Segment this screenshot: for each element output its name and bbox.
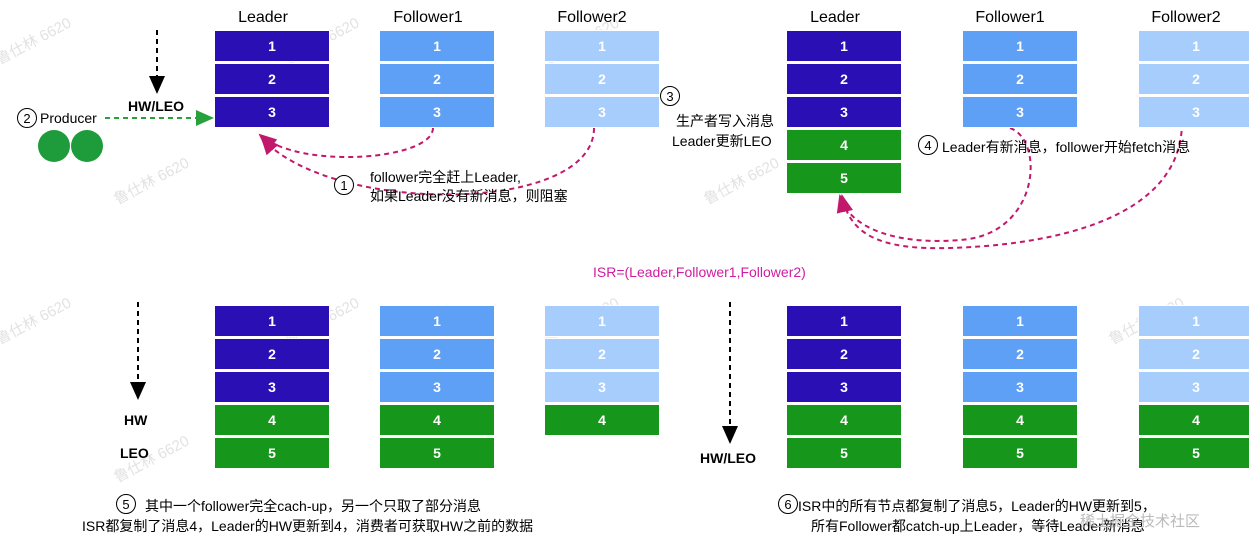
step-5-badge: 5 xyxy=(116,494,136,514)
follower1-message-3: 3 xyxy=(379,371,495,403)
brand-watermark: 稀土掘金技术社区 xyxy=(1080,513,1201,530)
follower2-message-3: 3 xyxy=(544,96,660,128)
leader-message-1: 1 xyxy=(214,305,330,337)
leader-message-2: 2 xyxy=(214,338,330,370)
follower1-message-1: 1 xyxy=(962,30,1078,62)
step-4-badge: 4 xyxy=(918,135,938,155)
follower1-message-1: 1 xyxy=(379,30,495,62)
follower1-message-1: 1 xyxy=(379,305,495,337)
follower1-message-2: 2 xyxy=(379,63,495,95)
leader-message-2: 2 xyxy=(786,63,902,95)
follower1-message-3: 3 xyxy=(379,96,495,128)
header-follower1: Follower1 xyxy=(975,9,1045,26)
step-6-line-2: 所有Follower都catch-up上Leader，等待Leader新消息 xyxy=(811,518,1145,534)
leo-label: LEO xyxy=(120,445,149,461)
leader-message-5: 5 xyxy=(786,162,902,194)
follower2-message-1: 1 xyxy=(544,30,660,62)
producer-dot xyxy=(71,130,103,162)
header-follower2: Follower2 xyxy=(557,9,627,26)
leader-message-4: 4 xyxy=(214,404,330,436)
header-leader: Leader xyxy=(810,9,860,26)
leader-message-3: 3 xyxy=(214,371,330,403)
follower1-message-5: 5 xyxy=(379,437,495,469)
follower2-message-5: 5 xyxy=(1138,437,1249,469)
hw-leo-label: HW/LEO xyxy=(700,450,756,466)
leader-message-4: 4 xyxy=(786,404,902,436)
follower2-message-1: 1 xyxy=(1138,30,1249,62)
producer-label: Producer xyxy=(40,110,97,126)
follower2-message-2: 2 xyxy=(544,63,660,95)
follower1-message-2: 2 xyxy=(962,338,1078,370)
follower1-message-1: 1 xyxy=(962,305,1078,337)
step-6-badge: 6 xyxy=(778,494,798,514)
follower2-message-1: 1 xyxy=(1138,305,1249,337)
step-3-badge: 3 xyxy=(660,86,680,106)
fetch-curve-follower1 xyxy=(258,127,434,158)
step-5-line-2: ISR都复制了消息4，Leader的HW更新到4，消费者可获取HW之前的数据 xyxy=(82,518,534,534)
follower2-message-1: 1 xyxy=(544,305,660,337)
leader-message-2: 2 xyxy=(214,63,330,95)
header-follower2: Follower2 xyxy=(1151,9,1221,26)
leader-message-1: 1 xyxy=(214,30,330,62)
follower1-message-3: 3 xyxy=(962,371,1078,403)
follower1-message-2: 2 xyxy=(962,63,1078,95)
step-3-line-2: Leader更新LEO xyxy=(672,133,772,149)
leader-message-3: 3 xyxy=(786,96,902,128)
follower2-message-4: 4 xyxy=(1138,404,1249,436)
step-2-badge: 2 xyxy=(17,108,37,128)
step-3-line-1: 生产者写入消息 xyxy=(676,113,774,129)
step-1-line-2: 如果Leader没有新消息，则阻塞 xyxy=(370,188,568,204)
leader-message-5: 5 xyxy=(214,437,330,469)
leader-message-1: 1 xyxy=(786,305,902,337)
hw-label: HW xyxy=(124,412,148,428)
follower2-message-2: 2 xyxy=(544,338,660,370)
isr-label: ISR=(Leader,Follower1,Follower2) xyxy=(593,264,806,280)
hw-leo-label: HW/LEO xyxy=(128,98,184,114)
leader-message-2: 2 xyxy=(786,338,902,370)
follower1-message-2: 2 xyxy=(379,338,495,370)
follower2-message-4: 4 xyxy=(544,404,660,436)
leader-message-4: 4 xyxy=(786,129,902,161)
header-leader: Leader xyxy=(238,9,288,26)
fetch-curve-follower2 xyxy=(260,127,595,196)
follower1-message-4: 4 xyxy=(379,404,495,436)
follower1-message-4: 4 xyxy=(962,404,1078,436)
follower2-message-3: 3 xyxy=(1138,96,1249,128)
step-4-text: Leader有新消息，follower开始fetch消息 xyxy=(942,139,1191,155)
producer-dot xyxy=(38,130,70,162)
leader-message-3: 3 xyxy=(214,96,330,128)
leader-message-5: 5 xyxy=(786,437,902,469)
leader-message-3: 3 xyxy=(786,371,902,403)
step-1-line-1: follower完全赶上Leader, xyxy=(370,169,521,185)
follower2-message-2: 2 xyxy=(1138,63,1249,95)
follower2-message-2: 2 xyxy=(1138,338,1249,370)
step-6-line-1: ISR中的所有节点都复制了消息5，Leader的HW更新到5， xyxy=(798,498,1156,514)
fetch-curve-follower2-q2 xyxy=(837,121,1183,250)
follower1-message-5: 5 xyxy=(962,437,1078,469)
follower2-message-3: 3 xyxy=(1138,371,1249,403)
step-1-badge: 1 xyxy=(334,175,354,195)
leader-message-1: 1 xyxy=(786,30,902,62)
header-follower1: Follower1 xyxy=(393,9,463,26)
step-5-line-1: 其中一个follower完全cach-up，另一个只取了部分消息 xyxy=(145,498,482,514)
follower2-message-3: 3 xyxy=(544,371,660,403)
follower1-message-3: 3 xyxy=(962,96,1078,128)
